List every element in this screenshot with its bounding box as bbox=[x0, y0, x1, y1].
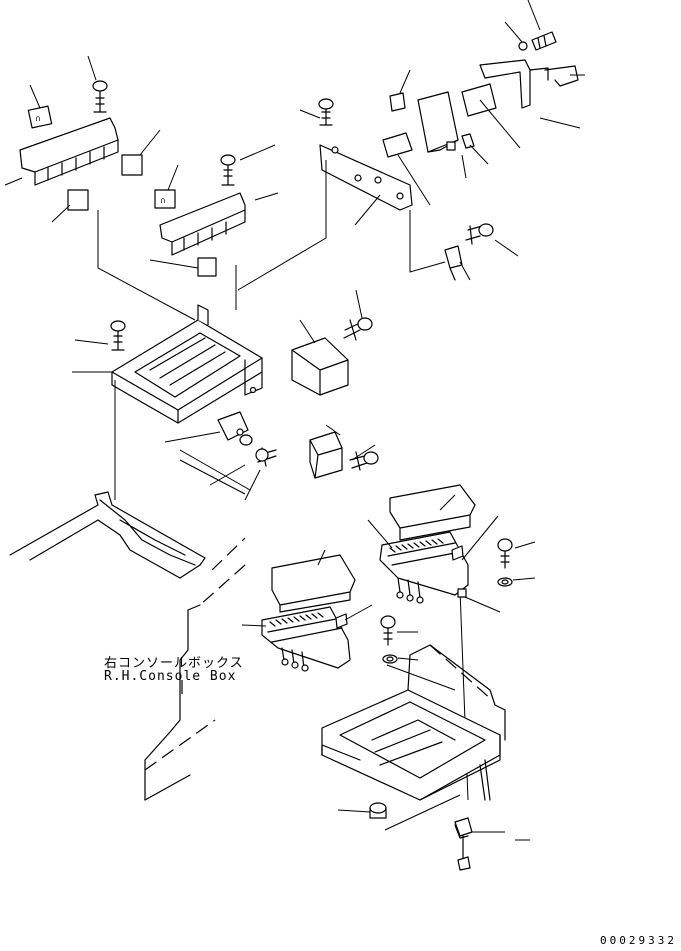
relay-bracket-left: ∩ bbox=[19, 80, 143, 211]
connector-plug bbox=[454, 817, 530, 871]
clip-and-bolt-right bbox=[444, 223, 519, 281]
fuse-box-lower bbox=[261, 554, 356, 672]
drawing-number: 00029332 bbox=[600, 934, 677, 947]
fuse-box-upper bbox=[379, 484, 476, 604]
assembly-lines bbox=[97, 160, 469, 801]
console-box-label-en: R.H.Console Box bbox=[104, 669, 237, 684]
leader-lines-frame bbox=[72, 339, 112, 373]
relay-bracket-middle: ∩ bbox=[154, 154, 246, 277]
leader-lines-relays bbox=[164, 289, 376, 501]
screws-and-washers bbox=[380, 538, 513, 664]
console-box-outline bbox=[9, 491, 246, 801]
leader-lines-middle bbox=[149, 144, 279, 269]
svg-text:∩: ∩ bbox=[35, 114, 41, 123]
leader-lines-fuse bbox=[241, 494, 536, 691]
svg-text:∩: ∩ bbox=[160, 196, 166, 205]
relay-modules bbox=[217, 317, 379, 479]
console-box-label-jp: 右コンソールボックス bbox=[104, 656, 244, 671]
mounting-tray bbox=[321, 644, 506, 831]
controller-assembly bbox=[318, 83, 497, 211]
mounting-bracket-top-right bbox=[479, 31, 579, 109]
leader-lines-top-right bbox=[299, 0, 585, 226]
leader-lines-left bbox=[4, 55, 161, 223]
main-frame bbox=[110, 304, 263, 424]
